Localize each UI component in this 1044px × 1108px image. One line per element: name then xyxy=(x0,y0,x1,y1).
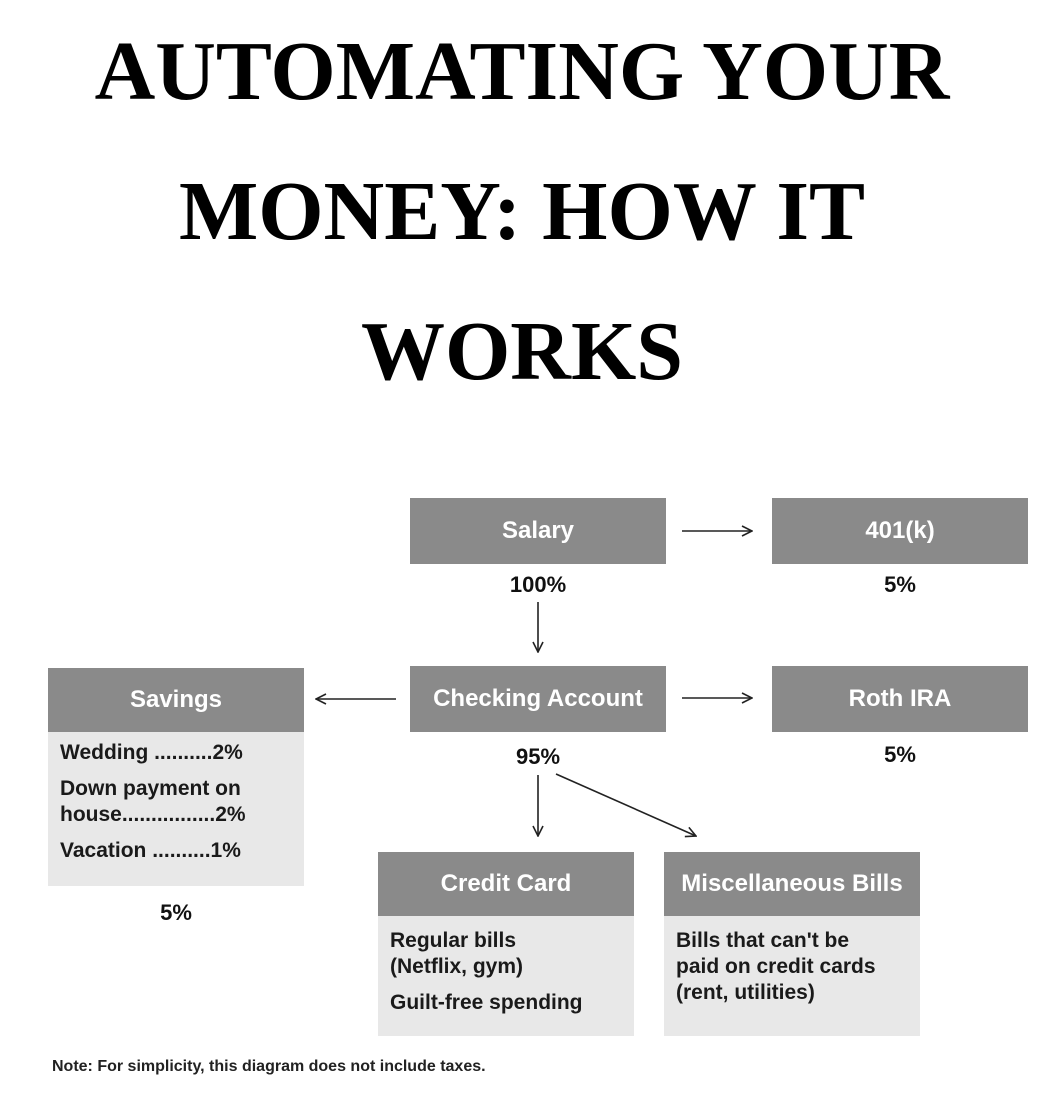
401k-box: 401(k) xyxy=(772,498,1028,564)
checking-account-box: Checking Account xyxy=(410,666,666,732)
misc-bills-details: Bills that can't be paid on credit cards… xyxy=(664,916,920,1036)
misc-bills-item-1: Bills that can't be xyxy=(676,929,850,952)
roth-ira-label: Roth IRA xyxy=(848,685,952,712)
page-title: AUTOMATING YOUR MONEY: HOW IT WORKS xyxy=(0,0,1044,422)
checking-account-label: Checking Account xyxy=(433,685,643,712)
savings-item-down-payment-2: house................2% xyxy=(60,803,246,826)
diagram-note: Note: For simplicity, this diagram does … xyxy=(52,1058,486,1075)
misc-bills-item-3: (rent, utilities) xyxy=(676,981,815,1004)
salary-label: Salary xyxy=(501,517,575,544)
savings-item-vacation: Vacation ..........1% xyxy=(60,839,241,862)
savings-label: Savings xyxy=(129,686,223,713)
credit-card-item-regular-1: Regular bills xyxy=(390,929,517,952)
savings-percent: 5% xyxy=(160,900,192,925)
title-line-2: MONEY: HOW IT xyxy=(178,165,866,258)
savings-item-down-payment-1: Down payment on xyxy=(60,777,241,800)
checking-account-percent: 95% xyxy=(515,744,561,769)
salary-percent: 100% xyxy=(509,572,567,597)
401k-label: 401(k) xyxy=(865,517,935,544)
savings-details: Wedding ..........2% Down payment on hou… xyxy=(48,732,304,886)
misc-bills-item-2: paid on credit cards xyxy=(676,955,876,978)
roth-ira-box: Roth IRA xyxy=(772,666,1028,732)
title-line-1: AUTOMATING YOUR xyxy=(94,25,950,118)
credit-card-details: Regular bills (Netflix, gym) Guilt-free … xyxy=(378,916,634,1036)
savings-item-wedding: Wedding ..........2% xyxy=(60,741,243,764)
title-line-3: WORKS xyxy=(360,305,684,398)
salary-box: Salary xyxy=(410,498,666,564)
arrow-checking-to-misc-bills xyxy=(555,773,696,836)
credit-card-item-guilt-free: Guilt-free spending xyxy=(390,991,583,1014)
roth-ira-percent: 5% xyxy=(884,742,916,767)
401k-percent: 5% xyxy=(884,572,916,597)
credit-card-box: Credit Card xyxy=(378,852,634,916)
savings-box: Savings xyxy=(48,668,304,732)
credit-card-item-regular-2: (Netflix, gym) xyxy=(390,955,524,978)
misc-bills-box: Miscellaneous Bills xyxy=(664,852,920,916)
credit-card-label: Credit Card xyxy=(440,870,572,897)
misc-bills-label: Miscellaneous Bills xyxy=(681,870,903,897)
